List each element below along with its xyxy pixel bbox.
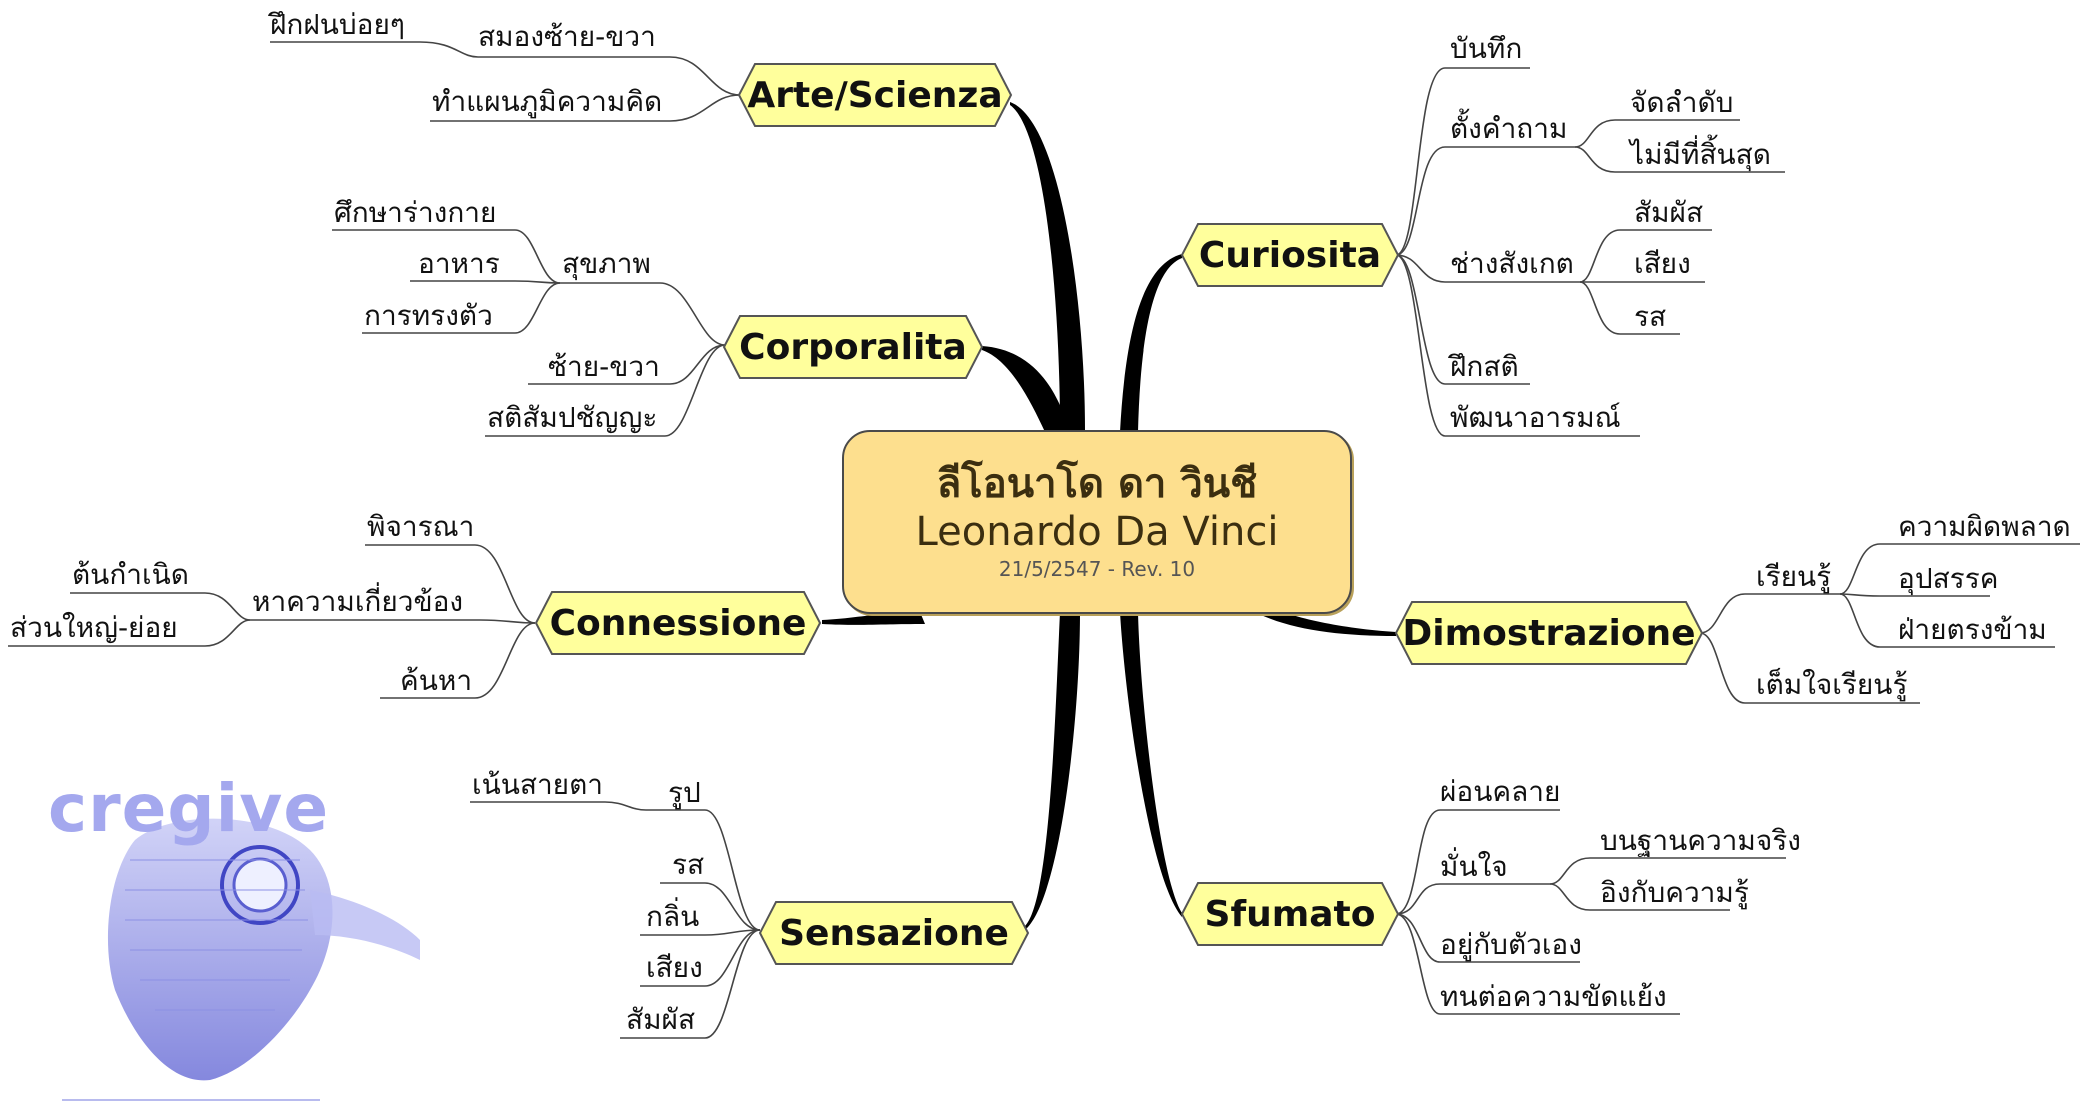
dimostrazione-mistakes[interactable]: ความผิดพลาด (1898, 510, 2071, 543)
dimostrazione-willing-to-learn[interactable]: เต็มใจเรียนรู้ (1756, 668, 1908, 701)
topic-label: Dimostrazione (1402, 612, 1696, 654)
topic-sfumato[interactable]: Sfumato (1180, 881, 1400, 947)
arte-left-right-brain[interactable]: สมองซ้าย-ขวา (478, 20, 656, 53)
curiosita-mindfulness[interactable]: ฝึกสติ (1450, 350, 1519, 383)
sensazione-taste[interactable]: รส (672, 848, 705, 881)
connessione-find-relations[interactable]: หาความเกี่ยวข้อง (252, 585, 464, 618)
main-branches (822, 102, 1396, 930)
topic-shape (1394, 601, 1704, 665)
sensazione-touch[interactable]: สัมผัส (626, 1003, 696, 1036)
curiosita-develop-emotion[interactable]: พัฒนาอารมณ์ (1450, 401, 1621, 434)
head-graphic (62, 818, 420, 1101)
sfumato-confident[interactable]: มั่นใจ (1440, 850, 1508, 883)
corporalita-left-right[interactable]: ซ้าย-ขวา (548, 350, 660, 383)
curiosita-record[interactable]: บันทึก (1450, 32, 1523, 65)
sensazione-form[interactable]: รูป (668, 776, 701, 809)
topic-connessione[interactable]: Connessione (534, 590, 822, 656)
topic-shape (1180, 223, 1400, 287)
topic-label: Sensazione (779, 912, 1009, 954)
topic-label: Sfumato (1204, 893, 1376, 935)
sfumato-based-on-truth[interactable]: บนฐานความจริง (1600, 824, 1801, 857)
central-title-english: Leonardo Da Vinci (915, 509, 1279, 555)
curiosita-touch[interactable]: สัมผัส (1634, 196, 1704, 229)
connessione-big-small[interactable]: ส่วนใหญ่-ย่อย (10, 611, 178, 644)
central-topic[interactable]: ลีโอนาโด ดา วินชี Leonardo Da Vinci 21/5… (842, 430, 1352, 614)
topic-curiosita[interactable]: Curiosita (1180, 222, 1400, 288)
arte-mind-mapping[interactable]: ทำแผนภูมิความคิด (432, 85, 663, 118)
sensazione-smell[interactable]: กลิ่น (646, 900, 700, 933)
corporalita-posture[interactable]: การทรงตัว (364, 299, 493, 332)
topic-label: Connessione (549, 602, 807, 644)
corporalita-study-body[interactable]: ศึกษาร่างกาย (334, 196, 497, 229)
connessione-search[interactable]: ค้นหา (400, 664, 473, 697)
topic-shape (722, 315, 984, 379)
leaf-connectors (8, 41, 2080, 1039)
corporalita-food[interactable]: อาหาร (418, 247, 500, 280)
dimostrazione-obstacles[interactable]: อุปสรรค (1898, 562, 1999, 595)
cregive-logo: cregive (40, 770, 420, 1110)
curiosita-sound[interactable]: เสียง (1634, 247, 1691, 280)
sfumato-based-on-knowledge[interactable]: อิงกับความรู้ (1600, 876, 1749, 909)
topic-dimostrazione[interactable]: Dimostrazione (1394, 600, 1704, 666)
curiosita-ask-questions[interactable]: ตั้งคำถาม (1450, 112, 1568, 145)
topic-shape (1180, 882, 1400, 946)
dimostrazione-opponent[interactable]: ฝ่ายตรงข้าม (1898, 613, 2047, 646)
topic-label: Arte/Scienza (747, 74, 1003, 116)
sensazione-focus-eyes[interactable]: เน้นสายตา (472, 768, 603, 801)
central-revision-date: 21/5/2547 - Rev. 10 (998, 557, 1196, 581)
topic-shape (737, 63, 1013, 127)
topic-arte-scienza[interactable]: Arte/Scienza (737, 62, 1013, 128)
topic-corporalita[interactable]: Corporalita (722, 314, 984, 380)
connessione-origin[interactable]: ต้นกำเนิด (72, 558, 189, 591)
topic-shape (758, 901, 1030, 965)
curiosita-taste[interactable]: รส (1634, 300, 1667, 333)
topic-shape (534, 591, 822, 655)
sfumato-relax[interactable]: ผ่อนคลาย (1440, 775, 1561, 808)
topic-sensazione[interactable]: Sensazione (758, 900, 1030, 966)
topic-label: Corporalita (739, 326, 967, 368)
dimostrazione-learn[interactable]: เรียนรู้ (1756, 560, 1832, 593)
sfumato-be-with-self[interactable]: อยู่กับตัวเอง (1440, 928, 1582, 961)
connessione-consider[interactable]: พิจารณา (367, 510, 475, 543)
arte-practice-often[interactable]: ฝึกฝนบ่อยๆ (270, 8, 405, 41)
topic-label: Curiosita (1198, 234, 1382, 276)
curiosita-endless[interactable]: ไม่มีที่สิ้นสุด (1630, 138, 1771, 171)
curiosita-observant[interactable]: ช่างสังเกต (1450, 247, 1574, 280)
curiosita-prioritize[interactable]: จัดลำดับ (1630, 86, 1734, 119)
sensazione-sound[interactable]: เสียง (646, 951, 703, 984)
corporalita-mindfulness[interactable]: สติสัมปชัญญะ (487, 401, 658, 434)
central-title-thai: ลีโอนาโด ดา วินชี (936, 460, 1258, 507)
corporalita-health[interactable]: สุขภาพ (562, 247, 651, 280)
sfumato-tolerate-conflict[interactable]: ทนต่อความขัดแย้ง (1440, 980, 1667, 1013)
logo-wordmark: cregive (48, 770, 330, 847)
